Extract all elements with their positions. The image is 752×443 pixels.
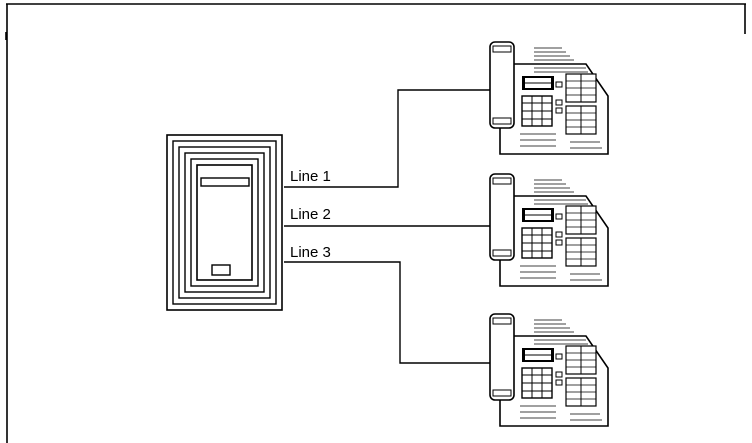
- line-3-wire: [284, 261, 496, 364]
- line-2-label: Line 2: [290, 206, 331, 223]
- figure-frame: [5, 3, 746, 443]
- line-3-label: Line 3: [290, 244, 331, 261]
- line-1-wire: [284, 89, 496, 188]
- line-1-label: Line 1: [290, 168, 331, 185]
- telephone-icon: [489, 173, 609, 287]
- telephone-icon: [489, 313, 609, 427]
- key-system-unit-icon: [166, 134, 283, 311]
- telephone-icon: [489, 41, 609, 155]
